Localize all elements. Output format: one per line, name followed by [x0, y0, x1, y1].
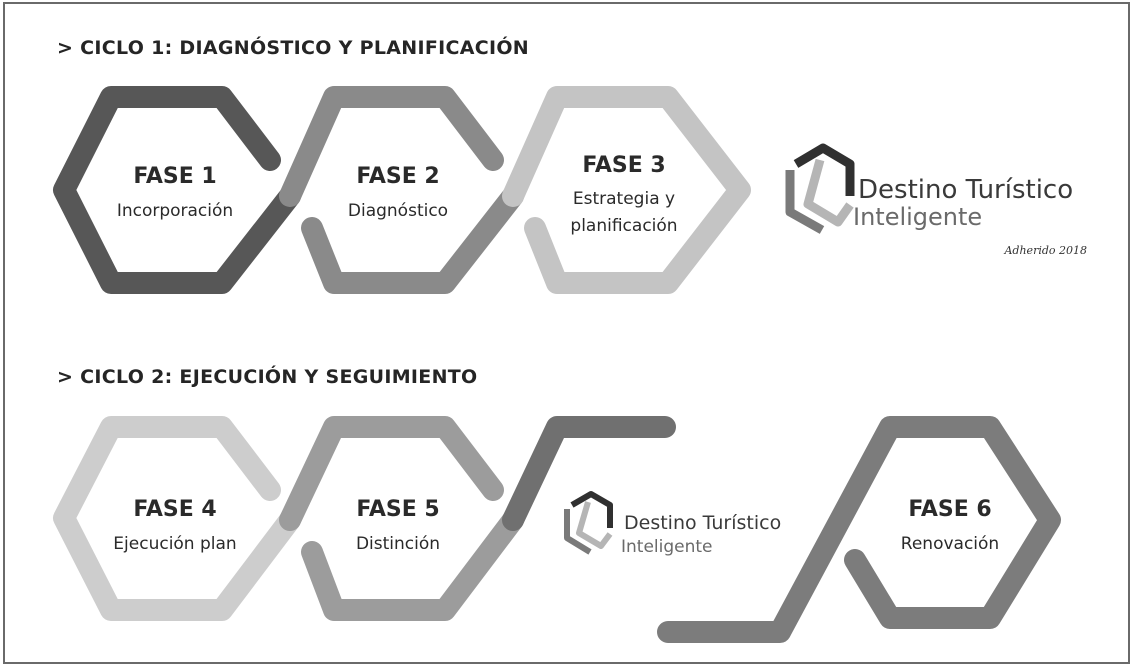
logo-large-note: Adherido 2018: [1003, 244, 1087, 257]
phase-6-subtitle: Renovación: [901, 534, 999, 554]
phase-4-hexagon: [53, 416, 301, 621]
diagram-frame: [3, 2, 1130, 664]
phase-3-title: FASE 3: [582, 153, 665, 178]
phase-3-subtitle-line-2: planificación: [570, 216, 677, 236]
phase-1-title: FASE 1: [133, 164, 216, 189]
dti-logo-mark-small-icon: [564, 491, 613, 555]
phase-5-title: FASE 5: [356, 497, 439, 522]
phase-2-subtitle: Diagnóstico: [348, 201, 448, 221]
phase-5-hexagon: [279, 416, 524, 621]
phase-1-subtitle: Incorporación: [117, 201, 233, 221]
cycle-1-title: > CICLO 1: DIAGNÓSTICO Y PLANIFICACIÓN: [57, 37, 529, 59]
dti-logo-mark-icon: [785, 143, 855, 234]
phase-6-hexagon: [657, 416, 1061, 643]
destino-turistico-logo-small: Destino Turístico Inteligente: [564, 491, 781, 557]
logo-large-line-2: Inteligente: [853, 203, 982, 231]
phase-5-subtitle: Distinción: [356, 534, 440, 554]
phase-2-title: FASE 2: [356, 164, 439, 189]
logo-small-line-2: Inteligente: [621, 537, 713, 557]
logo-large-line-1: Destino Turístico: [858, 175, 1073, 205]
destino-turistico-logo-large: Destino Turístico Inteligente Adherido 2…: [785, 143, 1087, 257]
connector-link: [502, 416, 676, 531]
phase-3-subtitle-line-1: Estrategia y: [573, 189, 675, 209]
phase-3-hexagon: [502, 86, 751, 294]
phase-1-hexagon: [53, 86, 301, 294]
logo-small-line-1: Destino Turístico: [624, 512, 781, 534]
phase-2-hexagon: [279, 86, 524, 294]
phase-6-title: FASE 6: [908, 497, 991, 522]
phase-4-subtitle: Ejecución plan: [113, 534, 236, 554]
cycle-2-title: > CICLO 2: EJECUCIÓN Y SEGUIMIENTO: [57, 366, 478, 388]
phase-4-title: FASE 4: [133, 497, 216, 522]
